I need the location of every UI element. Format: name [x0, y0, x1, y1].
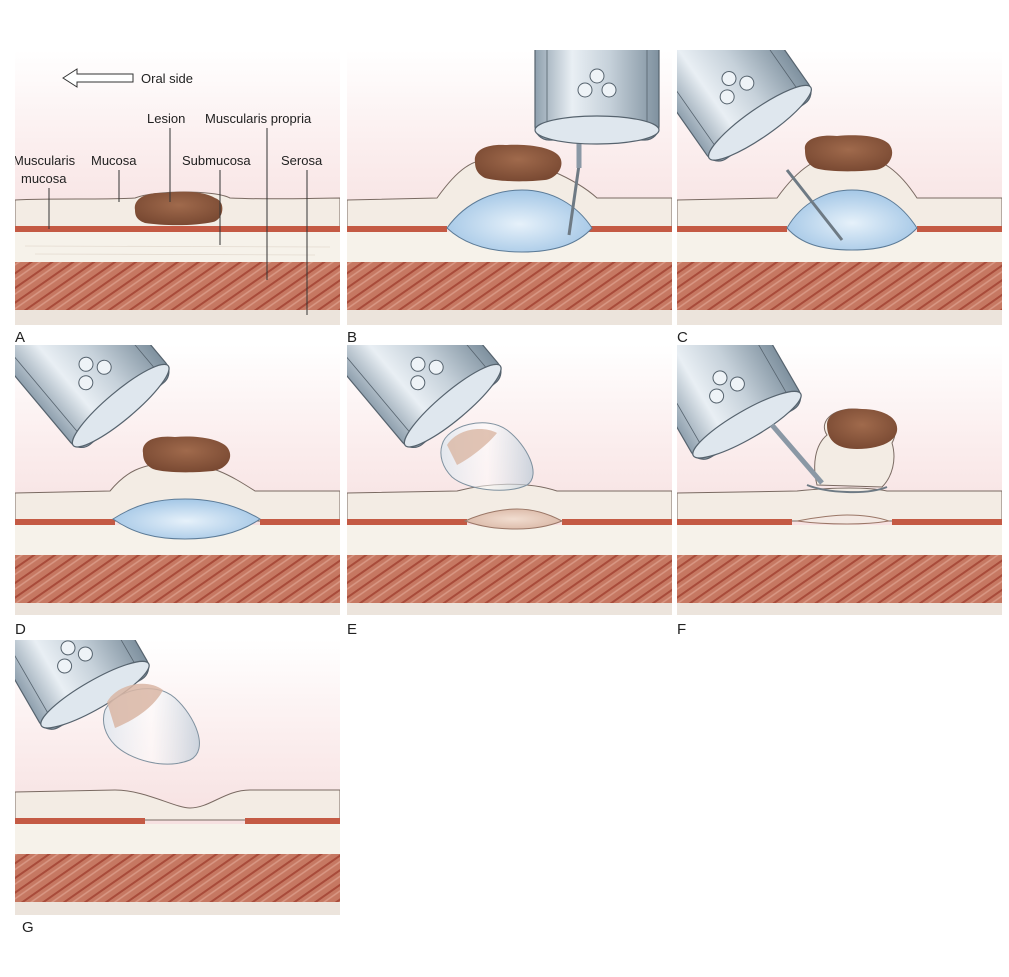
- lesion-label: Lesion: [147, 111, 185, 126]
- panel-f: [677, 345, 1002, 615]
- resection-defect: [796, 514, 890, 525]
- oral-side-label: Oral side: [141, 71, 193, 86]
- submucosal-bleb: [786, 189, 918, 251]
- panel-b-diagram: [347, 50, 672, 325]
- panel-label-e: E: [347, 621, 358, 638]
- panel-c: [677, 50, 1002, 325]
- oral-side-arrow: [62, 68, 134, 88]
- panel-e-diagram: [347, 345, 672, 615]
- lesion: [827, 408, 898, 449]
- muscularis-propria-label: Muscularis propria: [205, 111, 312, 126]
- muscularis-label-line2: mucosa: [21, 171, 67, 186]
- submucosal-bleb: [112, 498, 261, 540]
- panel-label-f: F: [677, 621, 687, 638]
- panel-label-a: A: [15, 329, 26, 346]
- serosa-label: Serosa: [281, 153, 323, 168]
- lesion: [804, 135, 893, 172]
- panel-d: [15, 345, 340, 615]
- panel-label-c: C: [677, 329, 688, 346]
- panel-b: [347, 50, 672, 325]
- mucosa-label: Mucosa: [91, 153, 137, 168]
- panel-f-diagram: [677, 345, 1002, 615]
- panel-c-diagram: [677, 50, 1002, 325]
- panel-d-diagram: [15, 345, 340, 615]
- panel-g: [15, 640, 340, 915]
- submucosal-bleb: [446, 189, 593, 253]
- panel-label-d: D: [15, 621, 26, 638]
- endoscope: [534, 50, 660, 145]
- lesion: [474, 144, 562, 182]
- lesion: [142, 436, 231, 473]
- panel-e: [347, 345, 672, 615]
- panel-g-diagram: [15, 640, 340, 915]
- panel-label-g: G: [22, 919, 34, 936]
- resection-defect: [463, 508, 564, 530]
- panel-a: Oral side Lesion Muscularis propria Musc…: [15, 50, 340, 325]
- panel-a-diagram: Oral side Lesion Muscularis propria Musc…: [15, 50, 340, 325]
- panel-label-b: B: [347, 329, 358, 346]
- lesion: [134, 191, 223, 226]
- muscularis-label-line1: Muscularis: [15, 153, 76, 168]
- submucosa-label: Submucosa: [182, 153, 251, 168]
